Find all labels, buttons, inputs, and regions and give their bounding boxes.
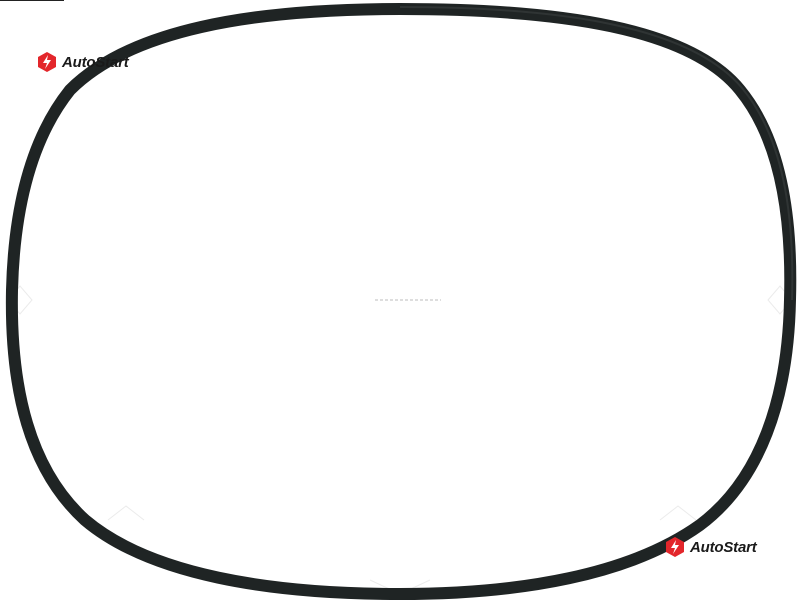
autostart-logo-icon (666, 537, 684, 557)
top-edge-line (0, 0, 64, 1)
gasket-ring-highlight (399, 6, 794, 301)
brand-name: AutoStart (62, 53, 129, 71)
brand-logo-bottom-right: AutoStart (664, 536, 757, 558)
autostart-logo-icon (38, 52, 56, 72)
brand-logo-top-left: AutoStart (36, 51, 129, 73)
brand-name: AutoStart (690, 538, 757, 556)
center-watermark-mark (375, 299, 441, 301)
gasket-ring (5, 3, 797, 600)
